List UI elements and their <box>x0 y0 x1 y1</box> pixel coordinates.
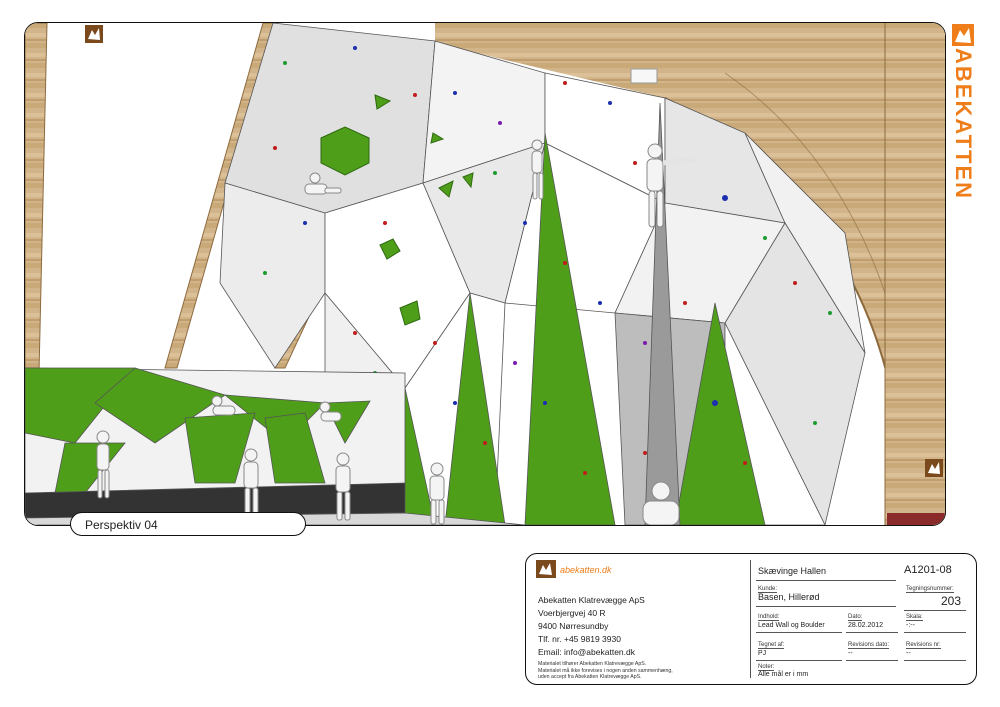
climbing-volumes <box>320 94 474 326</box>
disclaimer: Materialet tilhører Abekatten Klatrevægg… <box>538 661 673 681</box>
underline <box>756 580 896 581</box>
climbing-holds <box>263 46 832 475</box>
revisions-dato-label: Revisions dato: <box>848 642 890 649</box>
abekatten-logo <box>952 24 974 46</box>
underline <box>904 610 966 611</box>
title-block: abekatten.dk Abekatten Klatrevægge ApS V… <box>525 553 977 685</box>
underline <box>846 632 898 633</box>
title-block-divider <box>750 560 751 678</box>
rendering-frame <box>24 22 946 526</box>
tegningsnummer-label: Tegningsnummer: <box>906 586 954 593</box>
revisions-nr-label: Revisions nr: <box>906 642 941 649</box>
company-phone: Tlf. nr. +45 9819 3930 <box>538 634 621 644</box>
underline <box>756 606 896 607</box>
skala-value: -:-- <box>906 622 915 629</box>
disclaimer-line: uden accept fra Abekatten Klatrevægge Ap… <box>538 674 642 680</box>
kunde-label: Kunde: <box>758 586 778 593</box>
tegningsnummer-value: 203 <box>941 594 962 608</box>
tegnet-af-value: PJ <box>758 650 767 657</box>
underline <box>756 632 842 633</box>
kunde-value: Basen, Hillerød <box>758 592 820 602</box>
dato-label: Dato: <box>848 614 863 621</box>
underline <box>904 660 966 661</box>
indhold-label: Indhold: <box>758 614 780 621</box>
lead-wall <box>219 23 866 525</box>
noter-value: Alle mål er i mm <box>758 671 809 678</box>
boulder-wall <box>25 367 526 525</box>
climbing-wall-rendering <box>25 23 945 525</box>
brand-vertical: ABEKATTEN <box>948 24 978 248</box>
view-label: Perspektiv 04 <box>70 512 306 536</box>
underline <box>756 660 842 661</box>
company-name: Abekatten Klatrevægge ApS <box>538 595 645 605</box>
brand-website: abekatten.dk <box>560 565 612 575</box>
abekatten-logo <box>925 459 943 477</box>
indhold-value: Lead Wall og Boulder <box>758 622 825 629</box>
wooden-roof <box>435 23 945 525</box>
disclaimer-line: Materialet må ikke forevises i nogen and… <box>538 667 673 674</box>
project-name: Skævinge Hallen <box>758 566 827 576</box>
drawing-code: A1201-08 <box>904 564 952 576</box>
underline <box>846 660 898 661</box>
tegnet-af-label: Tegnet af: <box>758 642 785 649</box>
underline <box>904 632 966 633</box>
ceiling-light <box>630 68 658 84</box>
company-address: Abekatten Klatrevægge ApS Voerbjergvej 4… <box>538 594 645 659</box>
dato-value: 28.02.2012 <box>848 622 884 629</box>
disclaimer-line: Materialet tilhører Abekatten Klatrevægg… <box>538 661 647 667</box>
company-street: Voerbjergvej 40 R <box>538 608 606 618</box>
company-city: 9400 Nørresundby <box>538 621 609 631</box>
noter-label: Noter: <box>758 664 775 671</box>
abekatten-logo <box>536 560 556 578</box>
revisions-dato-value: -- <box>848 650 853 657</box>
climber-figures <box>96 139 696 525</box>
abekatten-logo <box>85 25 103 43</box>
skala-label: Skala: <box>906 614 923 621</box>
brand-name: ABEKATTEN <box>951 48 976 201</box>
company-email: Email: info@abekatten.dk <box>538 647 635 657</box>
revisions-nr-value: -- <box>906 650 911 657</box>
